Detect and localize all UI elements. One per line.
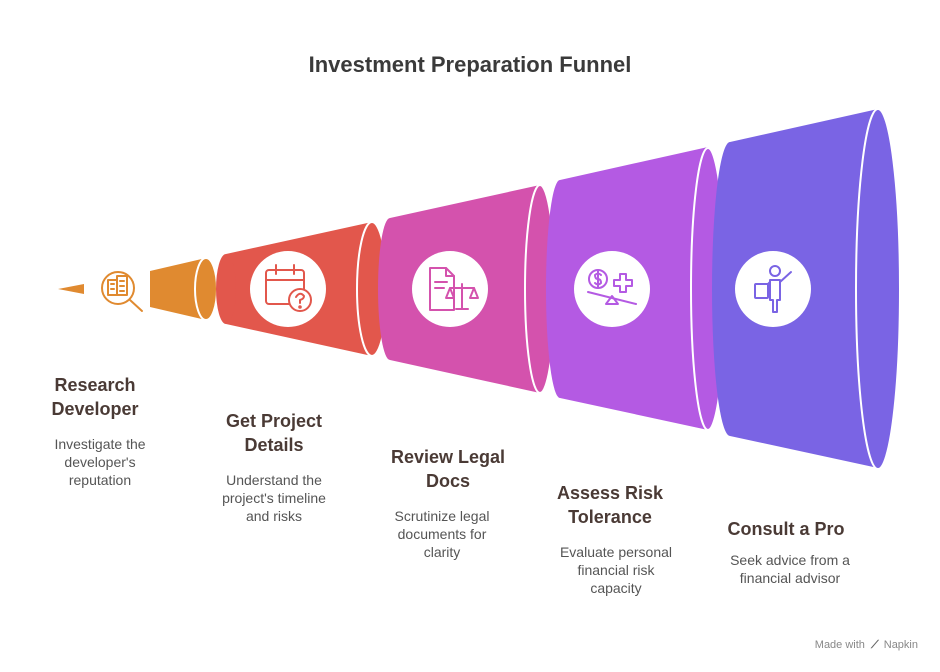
calendar-question-icon [265, 264, 312, 312]
step-4-title: Assess Risk Tolerance [544, 481, 676, 529]
napkin-brand-label: Napkin [883, 639, 918, 651]
step-5-title-line1: Consult a Pro [727, 519, 845, 539]
napkin-logo-icon: ⟋ [870, 639, 879, 651]
step-4-title-line1: Assess Risk [556, 483, 664, 503]
funnel-segment-2 [216, 221, 388, 357]
step-1-title-line2: Developer [51, 399, 139, 419]
step-3-title: Review Legal Docs [378, 445, 518, 493]
advisor-icon [754, 265, 792, 313]
funnel-tip [58, 284, 84, 294]
step-2-title-line2: Details [244, 435, 304, 455]
step-3-description: Scrutinize legal documents for clarity [394, 508, 490, 560]
step-2-description: Understand the project's timeline and ri… [222, 472, 326, 524]
step-2-title: Get Project Details [208, 409, 340, 457]
step-3-title-line2: Docs [425, 471, 470, 491]
made-with-label: Made with [814, 639, 865, 651]
step-1-title: Research Developer [40, 373, 150, 421]
funnel-segment-4 [546, 147, 726, 431]
funnel-segment-3 [378, 184, 556, 394]
search-building-icon [101, 271, 143, 312]
step-5-title: Consult a Pro [712, 517, 860, 541]
step-1-description: Investigate the developer's reputation [54, 436, 146, 488]
page-title: Investment Preparation Funnel [308, 52, 632, 77]
legal-document-icon [429, 267, 479, 311]
step-1-title-line1: Research [54, 375, 136, 395]
funnel-segment-5 [712, 108, 901, 470]
step-4-description: Evaluate personal financial risk capacit… [559, 544, 673, 596]
step-2-title-line1: Get Project [225, 411, 323, 431]
step-5-description: Seek advice from a financial advisor [730, 552, 850, 586]
risk-balance-icon [587, 269, 637, 305]
made-with-footer: Made with ⟋ Napkin [815, 639, 918, 652]
step-4-title-line2: Tolerance [568, 507, 652, 527]
step-3-title-line1: Review Legal [390, 447, 506, 467]
funnel-segment-1 [101, 257, 218, 321]
